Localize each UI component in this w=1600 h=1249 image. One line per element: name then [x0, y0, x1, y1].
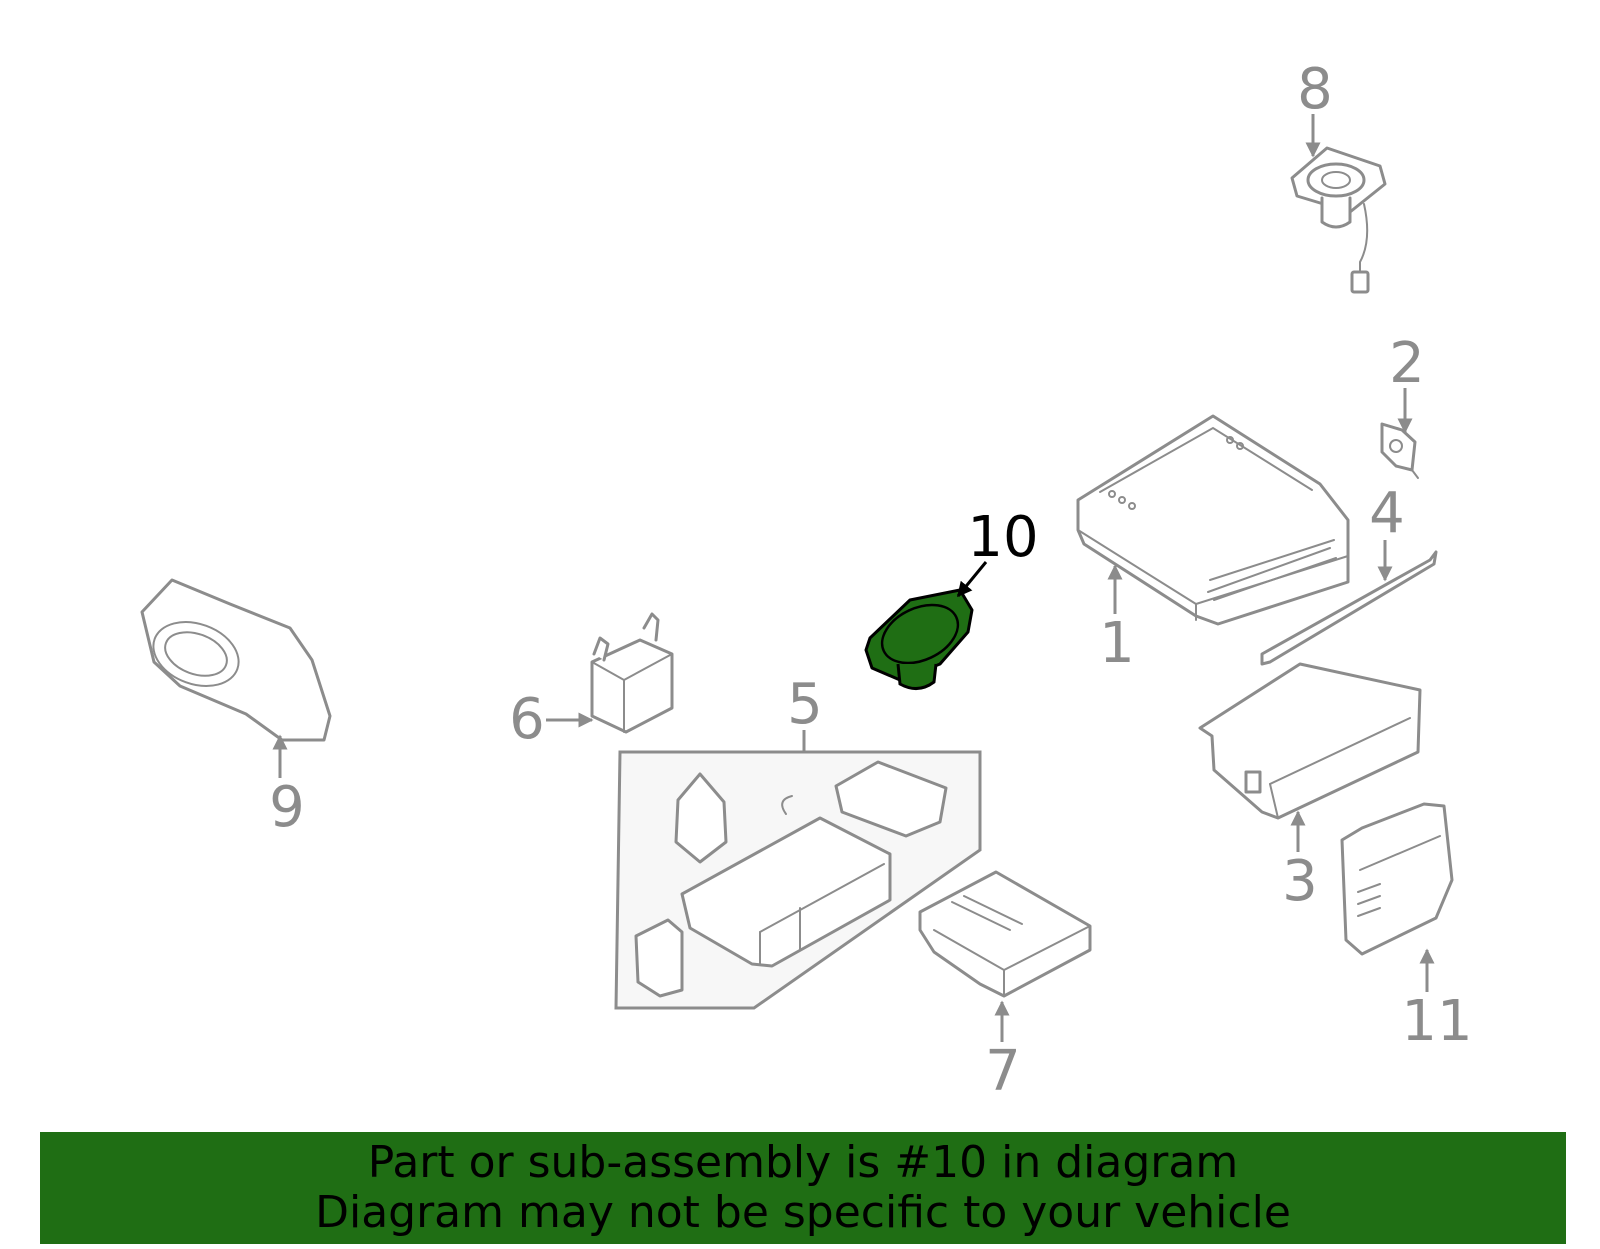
part-6-amplifier[interactable] — [590, 612, 674, 734]
part-5-cd-changer-assembly[interactable] — [614, 750, 982, 1010]
part-1-radio-unit[interactable] — [1076, 414, 1350, 626]
callout-4-label: 4 — [1369, 481, 1405, 546]
callout-1-label: 1 — [1099, 611, 1135, 676]
callout-8-label: 8 — [1297, 57, 1333, 122]
callout-9-label: 9 — [269, 775, 305, 840]
callout-6-label: 6 — [509, 687, 545, 752]
callout-10: 10 — [956, 505, 1039, 598]
banner-line-2: Diagram may not be specific to your vehi… — [315, 1187, 1291, 1238]
callout-11: 11 — [1401, 948, 1473, 1054]
callout-3: 3 — [1282, 810, 1318, 914]
callout-5-label: 5 — [787, 672, 823, 737]
part-11-module[interactable] — [1340, 802, 1454, 956]
info-banner: Part or sub-assembly is #10 in diagram D… — [40, 1132, 1566, 1244]
part-8-tweeter[interactable] — [1290, 146, 1387, 294]
callout-3-label: 3 — [1282, 849, 1318, 914]
callout-10-label: 10 — [967, 505, 1038, 570]
part-7-module[interactable] — [918, 870, 1092, 998]
callout-2-label: 2 — [1389, 331, 1425, 396]
part-4-rail[interactable] — [1260, 550, 1438, 666]
banner-line-1: Part or sub-assembly is #10 in diagram — [367, 1137, 1239, 1188]
callout-11-label: 11 — [1401, 989, 1472, 1054]
part-2-clip[interactable] — [1380, 422, 1419, 479]
callout-8: 8 — [1297, 57, 1333, 158]
callout-6: 6 — [509, 687, 594, 752]
callout-7-label: 7 — [985, 1039, 1021, 1104]
part-9-speaker-housing[interactable] — [140, 578, 332, 742]
callout-4: 4 — [1369, 481, 1405, 582]
callout-1: 1 — [1099, 564, 1135, 676]
callout-2: 2 — [1389, 331, 1425, 434]
part-10-speaker-highlighted[interactable] — [864, 588, 974, 690]
callout-7: 7 — [985, 1000, 1021, 1104]
callout-5: 5 — [787, 672, 823, 752]
callout-9: 9 — [269, 734, 305, 840]
part-3-pocket[interactable] — [1198, 662, 1422, 820]
